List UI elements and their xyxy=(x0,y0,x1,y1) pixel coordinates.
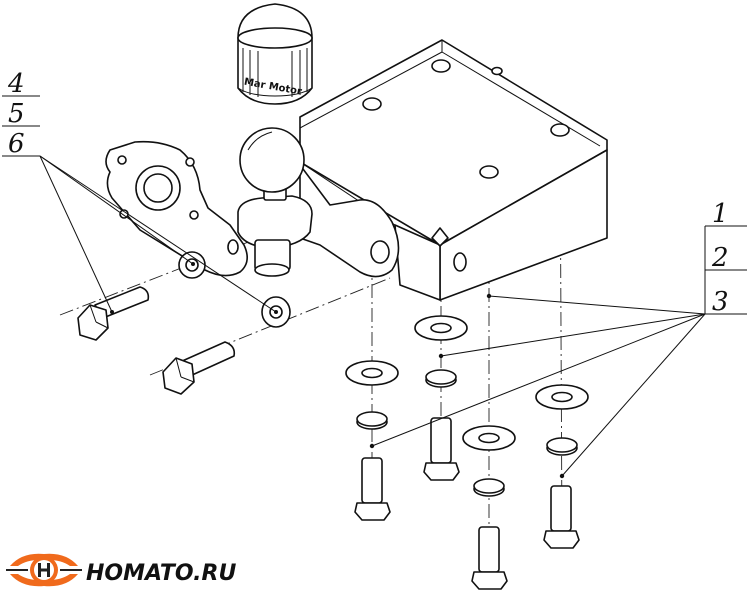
leader-lines-left xyxy=(2,95,278,314)
label-1: 1 xyxy=(712,199,729,229)
label-3: 3 xyxy=(712,287,729,317)
flat-washers xyxy=(345,315,589,451)
vertical-bolt-3 xyxy=(471,526,508,590)
bolt-upper-left xyxy=(77,286,150,341)
bolt-lower-left xyxy=(162,341,236,395)
socket-bracket xyxy=(105,140,248,277)
label-2: 2 xyxy=(711,243,729,273)
label-5: 5 xyxy=(8,99,25,129)
vertical-bolt-1 xyxy=(354,457,391,521)
lock-washers xyxy=(356,369,578,497)
brand-logo-icon xyxy=(6,553,82,587)
leader-lines-right xyxy=(369,225,747,479)
brand-logo: HOMATO.RU xyxy=(6,553,236,587)
bracket-arm xyxy=(299,164,400,278)
ball-cap: Mar Motor xyxy=(237,3,313,105)
vertical-bolt-4 xyxy=(543,485,580,549)
tow-ball xyxy=(237,127,313,277)
mounting-plate xyxy=(299,39,608,301)
label-4: 4 xyxy=(7,69,25,99)
vertical-bolt-2 xyxy=(423,417,460,481)
label-6: 6 xyxy=(8,129,25,159)
brand-name: HOMATO.RU xyxy=(86,561,236,586)
